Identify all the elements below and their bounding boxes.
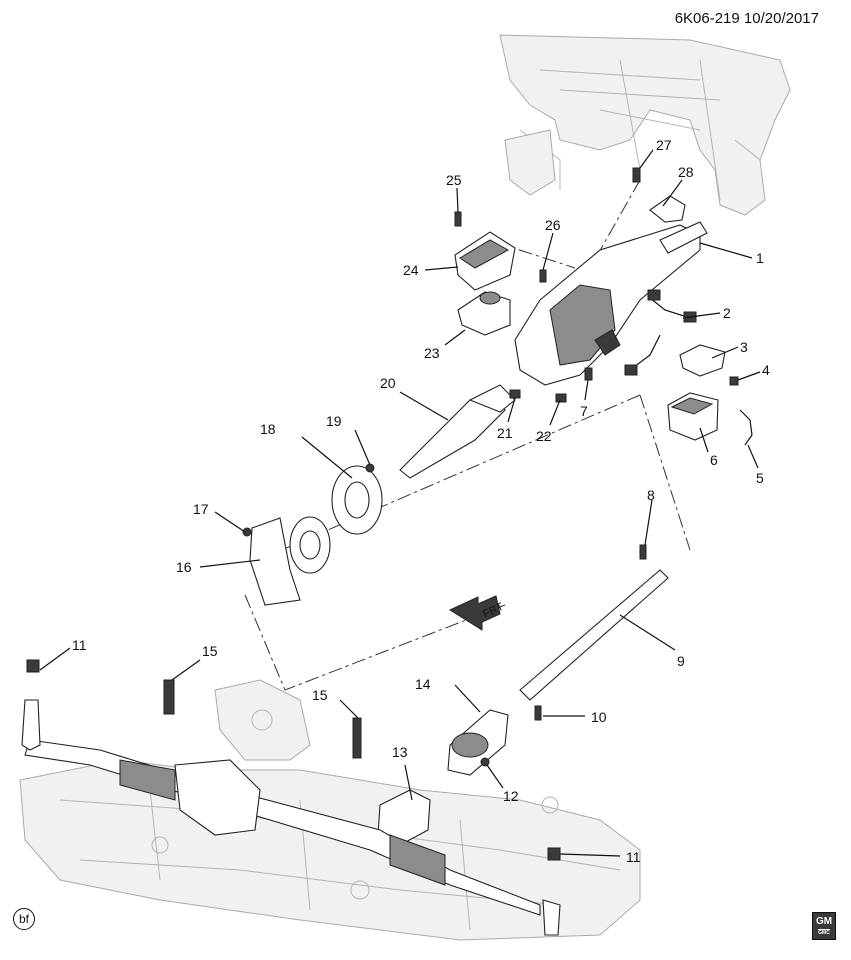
bolt-15-right [352,717,362,759]
lock-actuator [457,291,511,336]
callout-2: 2 [723,305,731,321]
callout-14: 14 [415,676,431,692]
bolt-25 [454,211,462,227]
callout-17: 17 [193,501,209,517]
switch-assembly [667,392,719,441]
callout-18: 18 [260,421,276,437]
column-cover [649,195,686,223]
callout-5: 5 [756,470,764,486]
callout-7: 7 [580,403,588,419]
callout-13: 13 [392,744,408,760]
callout-19: 19 [326,413,342,429]
bolt-12 [480,757,490,767]
callout-21: 21 [497,425,513,441]
bf-badge: bf [13,908,35,930]
nut-17 [242,527,252,537]
callout-16: 16 [176,559,192,575]
callout-25: 25 [446,172,462,188]
callout-6: 6 [710,452,718,468]
switch-bracket [679,344,726,377]
front-direction-arrow: FRT [448,595,506,631]
steering-boot [249,516,331,606]
callout-11-right: 11 [626,849,641,865]
callout-27: 27 [656,137,672,153]
gm-logo-sub: GMC [818,928,830,936]
bolt-15-left [163,679,175,715]
leader-lines [39,149,761,857]
bolt-21 [509,389,521,399]
tie-rod-end-left [21,659,41,751]
bolt-7 [584,367,593,381]
callout-9: 9 [677,653,685,669]
callout-1: 1 [756,250,764,266]
diagram-header: 6K06-219 10/20/2017 [675,10,819,27]
callout-10: 10 [591,709,607,725]
steering-column [514,221,708,386]
callout-24: 24 [403,262,419,278]
gm-logo-text: GM [815,915,833,927]
callout-4: 4 [762,362,770,378]
bolt-8 [639,544,647,560]
bolt-10 [534,705,542,721]
callout-labels: 1 2 3 4 5 6 7 8 9 10 11 11 12 13 14 15 1… [72,137,770,865]
dash-seal [331,465,383,535]
callout-15-right: 15 [312,687,328,703]
diagram-code: 6K06-219 [674,10,740,27]
screw-4 [729,376,739,386]
connector-wire [739,409,753,446]
callout-11-left: 11 [72,637,87,653]
callout-12: 12 [503,788,519,804]
tie-rod-end-right [542,847,561,936]
rack-shaft [519,569,669,701]
callout-28: 28 [678,164,694,180]
diagram-date: 10/20/2017 [743,10,819,27]
bolt-26 [539,269,547,283]
assist-motor [447,709,509,776]
callout-22: 22 [536,428,552,444]
bolt-27 [632,167,641,183]
bolt-22 [555,393,567,403]
callout-23: 23 [424,345,440,361]
callout-8: 8 [647,487,655,503]
instrument-panel-frame [499,34,791,216]
rack-assembly [24,739,541,916]
callout-20: 20 [380,375,396,391]
callout-26: 26 [545,217,561,233]
callout-3: 3 [740,339,748,355]
callout-15-left: 15 [202,643,218,659]
control-module [454,231,516,291]
nut-19 [365,463,375,473]
gm-logo: GM GMC [812,912,836,940]
